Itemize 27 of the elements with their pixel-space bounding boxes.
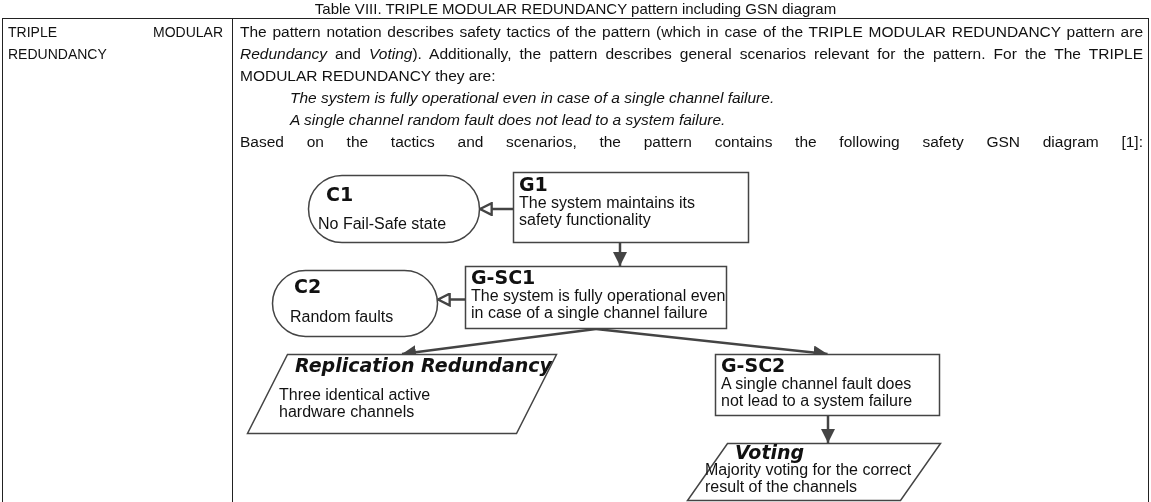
node-text: Three identical active hardware channels [279,386,432,420]
arrow [821,416,835,443]
paragraph: Based on the tactics and scenarios, the pattern contains the following safety GSN diagram [1]: [240,132,1143,152]
goal-box [513,172,749,243]
node-id: G1 [519,173,548,195]
node-text: The system maintains its safety functionality [519,194,697,228]
scenario-text: The system is fully operational even in case of a single channel failure. [290,88,776,108]
node-text: A single channel fault does not lead to a system failure [721,375,914,409]
node-id: C1 [326,183,354,205]
node-text: The system is fully operational even in case of a single channel failure [471,287,726,321]
node-id: G-SC2 [721,354,786,376]
arrow [436,292,465,307]
goal-box [465,266,727,329]
table-caption: Table VIII. TRIPLE MODULAR REDUNDANCY pattern including GSN diagram [313,0,838,18]
row-header: TRIPLE MODULAR REDUNDANCY [8,23,223,64]
node-id: G-SC1 [471,266,536,288]
strategy-parallelogram [687,443,941,501]
scenario-text: A single channel random fault does not lead to a system failure. [290,110,727,130]
strategy-parallelogram [247,354,557,434]
arrow [613,243,627,266]
node-id: Voting [735,441,805,463]
node-text: Random faults [290,308,395,325]
goal-box [715,354,940,416]
paragraph: The pattern notation describes safety tactics of the pattern (which in case of the TRIPLE MODULAR REDUNDANCY pattern are Redundancy and Voting). Additionally, the pattern describes general scenarios relevant for the pattern. For the The TRIPLE MODULAR REDUNDANCY they are: [240,22,1143,86]
node-text: No Fail-Safe state [318,215,448,232]
node-id: C2 [294,275,322,297]
node-id: Replication Redundancy [295,354,552,376]
